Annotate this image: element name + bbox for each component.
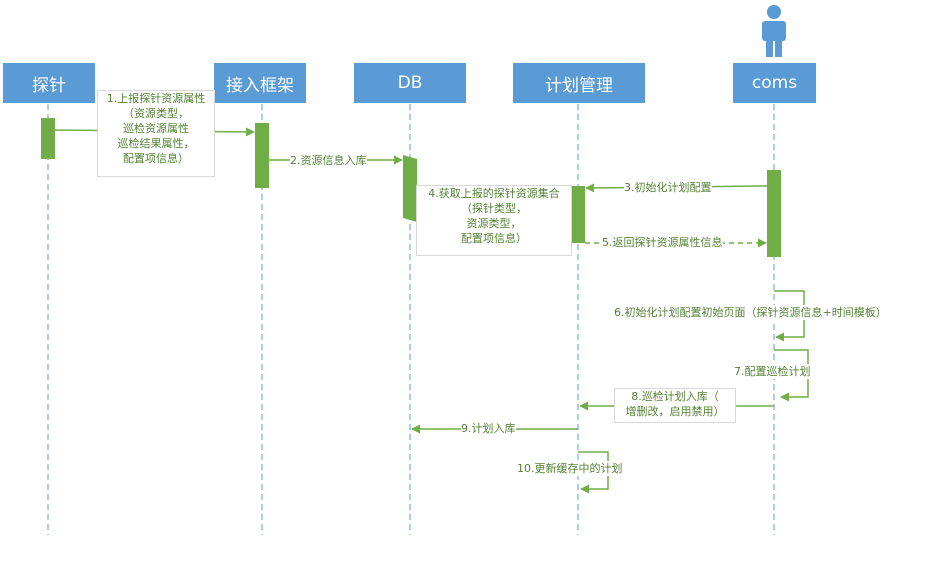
message-text-line: 1.上报探针资源属性 (106, 92, 206, 105)
message-text-line: 2.资源信息入库 (290, 154, 367, 167)
message-text-line: 7.配置巡检计划 (734, 365, 811, 378)
message-text-line: 巡检结果属性， (117, 137, 195, 150)
participant-plan: 计划管理 (513, 63, 645, 103)
message-text-line: 3.初始化计划配置 (624, 181, 712, 194)
participant-coms: coms (733, 63, 816, 103)
participant-probe: 探针 (3, 63, 95, 103)
message-text-line: （探针类型， (461, 202, 527, 215)
message-text-line: （资源类型， (123, 107, 189, 120)
message-text-line: 8.巡检计划入库（ (631, 390, 719, 403)
message-label-m10: 10.更新缓存中的计划 (517, 461, 623, 476)
message-text-line: 配置项信息） (123, 152, 189, 165)
message-text-line: 6.初始化计划配置初始页面（探针资源信息+时间模板） (614, 306, 887, 319)
activations (41, 118, 781, 257)
message-text-line: 资源类型， (466, 217, 522, 230)
message-label-m4: 4.获取上报的探针资源集合 （探针类型， 资源类型， 配置项信息） (416, 185, 572, 256)
message-text-line: 9.计划入库 (461, 422, 516, 435)
message-label-m3: 3.初始化计划配置 (624, 180, 712, 195)
activation-coms (767, 170, 781, 257)
message-label-m5: 5.返回探针资源属性信息 (602, 235, 723, 250)
activation-probe (41, 118, 55, 159)
participant-access: 接入框架 (214, 63, 306, 103)
activation-access (255, 123, 269, 188)
message-label-m8: 8.巡检计划入库（ 增删改，启用禁用） (614, 388, 736, 423)
message-text-line: 巡检资源属性 (123, 122, 189, 135)
message-label-m7: 7.配置巡检计划 (734, 364, 811, 379)
actor-icon (762, 5, 786, 57)
message-label-m2: 2.资源信息入库 (290, 153, 367, 168)
message-text-line: 10.更新缓存中的计划 (517, 462, 623, 475)
participant-db: DB (354, 63, 466, 103)
message-label-m9: 9.计划入库 (461, 421, 516, 436)
message-text-line: 4.获取上报的探针资源集合 (428, 187, 560, 200)
message-text-line: 5.返回探针资源属性信息 (602, 236, 723, 249)
message-label-m1: 1.上报探针资源属性 （资源类型， 巡检资源属性 巡检结果属性， 配置项信息） (97, 90, 215, 177)
activation-db (403, 155, 417, 222)
message-text-line: 增删改，启用禁用） (625, 405, 725, 418)
activation-plan (571, 186, 585, 243)
message-text-line: 配置项信息） (461, 232, 527, 245)
message-label-m6: 6.初始化计划配置初始页面（探针资源信息+时间模板） (614, 305, 887, 320)
